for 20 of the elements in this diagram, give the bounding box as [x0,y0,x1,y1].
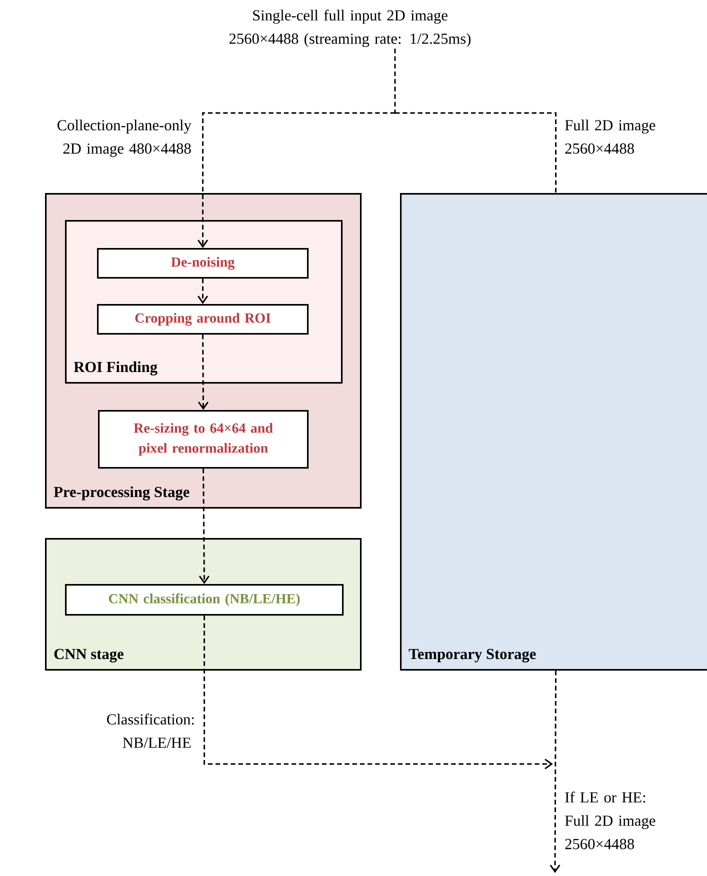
edge-label: Collection-plane-only 2D image 480×4488 [57,120,192,157]
stage-label: Pre-processing Stage [52,485,192,502]
edge-label: Classification: NB/LE/HE [107,714,194,748]
process-box: De-noising [97,248,309,279]
stage-label: ROI Finding [72,360,159,377]
process-box: Cropping around ROI [97,304,309,335]
arrow [204,616,553,770]
arrow [550,670,560,873]
edge-label: Full 2D image 2560×4488 [565,120,656,154]
stage-label: Temporary Storage [407,648,538,664]
stage-box [400,193,707,671]
arrow [198,112,395,248]
source-label: Single-cell full input 2D image 2560×4488 (streaming rate: 1/2.25ms) [229,10,471,48]
process-box: CNN classification (NB/LE/HE) [65,584,344,616]
arrow [198,278,208,304]
edge-label: If LE or HE: Full 2D image 2560×4488 [565,792,656,850]
stage-label: CNN stage [52,648,126,664]
arrow [198,334,209,410]
process-box: Re-sizing to 64×64 and pixel renormalization [98,410,309,469]
arrow [198,468,210,584]
